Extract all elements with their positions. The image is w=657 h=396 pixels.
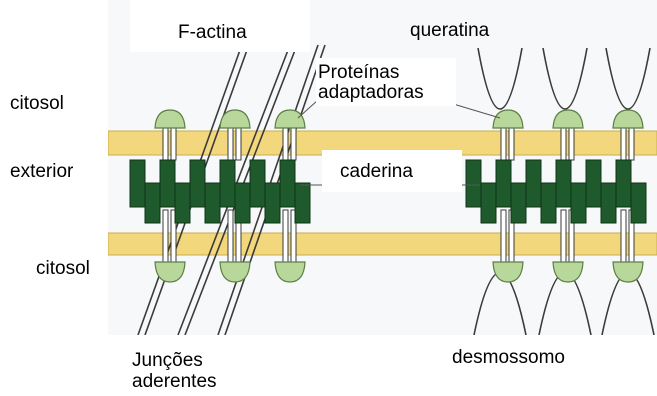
cadherin-block bbox=[190, 160, 205, 207]
cadherin-block bbox=[160, 160, 175, 207]
cadherin-stalk bbox=[621, 126, 626, 160]
cadherin-block bbox=[145, 183, 160, 223]
cadherin-block bbox=[616, 160, 631, 207]
cadherin-block bbox=[130, 160, 145, 207]
cadherin-stalk bbox=[561, 210, 566, 262]
cadherin-stalk bbox=[228, 126, 233, 160]
cadherin-block bbox=[205, 183, 220, 223]
cadherin-block bbox=[235, 183, 250, 223]
cadherin-block bbox=[466, 160, 481, 207]
cadherin-block bbox=[631, 183, 646, 223]
cadherin-stalk bbox=[171, 126, 176, 160]
label-citosol-top: citosol bbox=[10, 93, 64, 115]
cadherin-block bbox=[586, 160, 601, 207]
lower-membrane bbox=[108, 233, 657, 255]
cadherin-block bbox=[265, 183, 280, 223]
cadherin-stalk bbox=[228, 210, 233, 262]
cadherin-block bbox=[280, 160, 295, 207]
cadherin-block bbox=[250, 160, 265, 207]
cadherin-block bbox=[220, 160, 235, 207]
label-f-actina: F-actina bbox=[178, 22, 247, 44]
cadherin-stalk bbox=[501, 126, 506, 160]
cadherin-stalk bbox=[621, 210, 626, 262]
label-queratina: queratina bbox=[410, 20, 489, 42]
label-juncoes-aderentes-line1: Junções bbox=[132, 350, 203, 372]
cadherin-block bbox=[526, 160, 541, 207]
label-caderina: caderina bbox=[340, 161, 413, 183]
cadherin-stalk bbox=[283, 126, 288, 160]
cadherin-block bbox=[541, 183, 556, 223]
cadherin-stalk bbox=[236, 126, 241, 160]
cadherin-block bbox=[496, 160, 511, 207]
cadherin-block bbox=[601, 183, 616, 223]
label-desmossomo: desmossomo bbox=[452, 347, 565, 369]
cadherin-stalk bbox=[569, 126, 574, 160]
cadherin-stalk bbox=[163, 126, 168, 160]
label-proteinas-adaptadoras-line2: adaptadoras bbox=[318, 82, 424, 104]
cadherin-block bbox=[295, 183, 310, 223]
label-exterior: exterior bbox=[10, 161, 73, 183]
cadherin-block bbox=[175, 183, 190, 223]
cadherin-stalk bbox=[501, 210, 506, 262]
cadherin-stalk bbox=[291, 126, 296, 160]
cadherin-stalk bbox=[509, 126, 514, 160]
cadherin-stalk bbox=[283, 210, 288, 262]
cadherin-stalk bbox=[561, 126, 566, 160]
cadherin-block bbox=[511, 183, 526, 223]
cadherin-block bbox=[556, 160, 571, 207]
cadherin-stalk bbox=[163, 210, 168, 262]
cadherin-stalk bbox=[629, 126, 634, 160]
label-juncoes-aderentes-line2: aderentes bbox=[132, 371, 217, 393]
cadherin-block bbox=[571, 183, 586, 223]
label-citosol-bottom: citosol bbox=[36, 258, 90, 280]
label-proteinas-adaptadoras-line1: Proteínas bbox=[318, 62, 399, 84]
cadherin-block bbox=[481, 183, 496, 223]
